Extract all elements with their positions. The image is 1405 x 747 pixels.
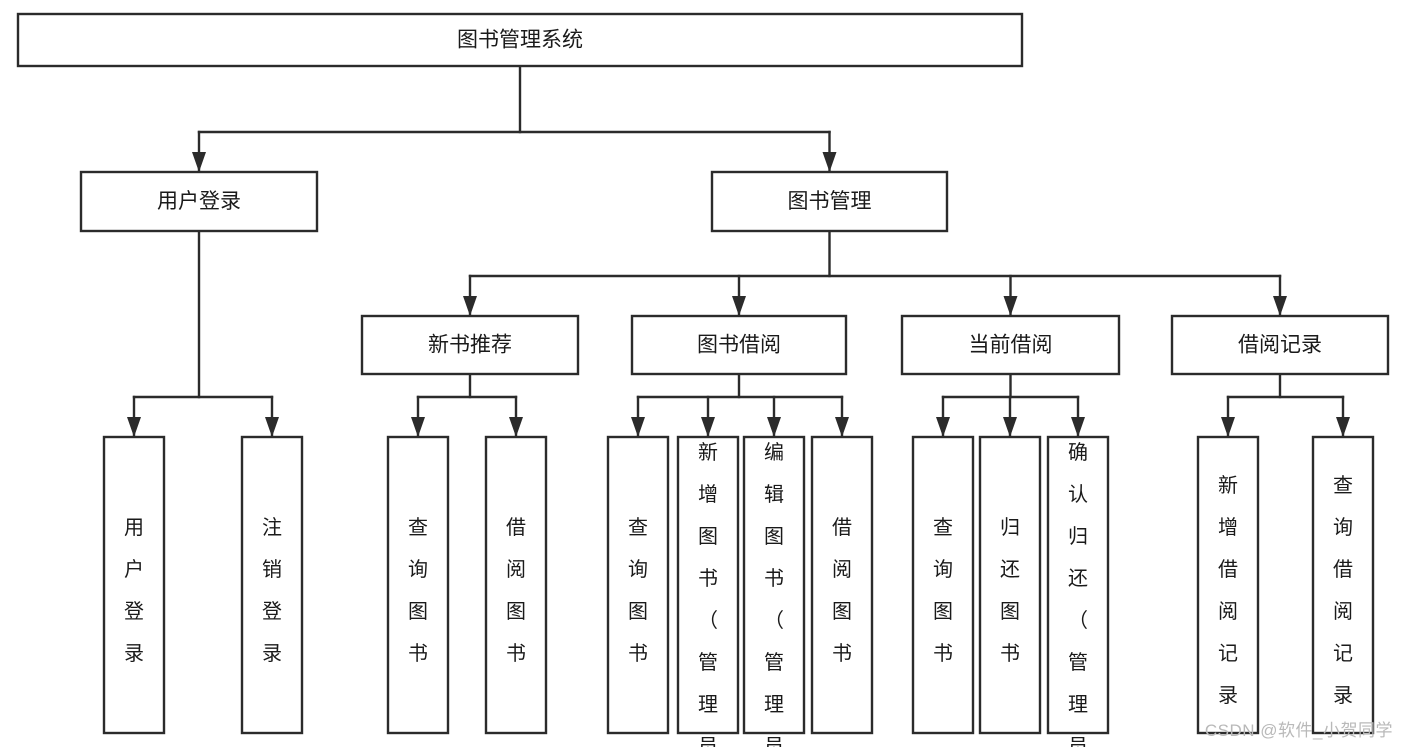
arrow-head-icon (701, 417, 715, 437)
node-leaf-query-book-1[interactable]: 查询图书 (386, 435, 450, 735)
node-box-leaf-query-book-3 (911, 435, 975, 735)
node-box-user-login (79, 170, 319, 233)
arrow-head-icon (1221, 417, 1235, 437)
node-label-user-login: 用户登录 (157, 190, 241, 213)
node-box-leaf-logout (240, 435, 304, 735)
arrow-head-icon (1003, 296, 1018, 316)
node-label-book-manage: 图书管理 (788, 190, 872, 213)
node-label-leaf-edit-book: 编辑图书（管理员） (764, 441, 784, 747)
node-leaf-edit-book[interactable]: 编辑图书（管理员） (742, 435, 806, 747)
node-leaf-user-login[interactable]: 用户登录 (102, 435, 166, 735)
arrow-head-icon (767, 417, 781, 437)
node-label-leaf-return-book: 归还图书 (1000, 516, 1020, 665)
arrow-head-icon (1003, 417, 1017, 437)
node-leaf-borrow-book-1[interactable]: 借阅图书 (484, 435, 548, 735)
node-label-leaf-query-record: 查询借阅记录 (1333, 474, 1353, 707)
edge-group-root (192, 64, 837, 174)
arrow-head-icon (463, 296, 477, 316)
connector-lines (127, 64, 1350, 439)
node-label-leaf-add-record: 新增借阅记录 (1218, 474, 1238, 707)
arrow-head-icon (1336, 417, 1350, 437)
node-leaf-confirm-return[interactable]: 确认归还（管理员） (1046, 435, 1110, 747)
arrow-head-icon (1273, 296, 1287, 316)
node-leaf-add-record[interactable]: 新增借阅记录 (1196, 435, 1260, 735)
node-label-borrow-record: 借阅记录 (1238, 334, 1322, 357)
node-box-book-borrow (630, 314, 848, 376)
arrow-head-icon (732, 296, 746, 316)
node-box-leaf-borrow-book-1 (484, 435, 548, 735)
node-box-leaf-edit-book (742, 435, 806, 735)
node-borrow-record[interactable]: 借阅记录 (1170, 314, 1390, 376)
node-label-leaf-query-book-2: 查询图书 (628, 516, 648, 665)
node-leaf-borrow-book-2[interactable]: 借阅图书 (810, 435, 874, 735)
node-label-leaf-borrow-book-1: 借阅图书 (506, 516, 526, 665)
node-box-leaf-add-record (1196, 435, 1260, 735)
arrow-head-icon (265, 417, 279, 437)
node-label-leaf-user-login: 用户登录 (124, 517, 144, 665)
node-label-root: 图书管理系统 (457, 29, 583, 52)
node-leaf-query-book-3[interactable]: 查询图书 (911, 435, 975, 735)
arrow-head-icon (192, 152, 206, 172)
node-label-book-borrow: 图书借阅 (697, 334, 781, 357)
node-box-leaf-return-book (978, 435, 1042, 735)
node-leaf-logout[interactable]: 注销登录 (240, 435, 304, 735)
node-leaf-return-book[interactable]: 归还图书 (978, 435, 1042, 735)
arrow-head-icon (822, 152, 837, 172)
node-label-current-borrow: 当前借阅 (969, 334, 1053, 357)
node-boxes: 图书管理系统用户登录图书管理新书推荐图书借阅当前借阅借阅记录用户登录注销登录查询… (16, 12, 1390, 747)
node-box-leaf-user-login (102, 435, 166, 735)
arrow-head-icon (411, 417, 425, 437)
arrow-head-icon (835, 417, 849, 437)
node-label-leaf-borrow-book-2: 借阅图书 (832, 516, 852, 665)
edge-group-new-book-rec (411, 372, 523, 439)
arrow-head-icon (631, 417, 645, 437)
node-box-book-manage (710, 170, 949, 233)
node-root[interactable]: 图书管理系统 (16, 12, 1024, 68)
node-label-leaf-query-book-1: 查询图书 (408, 516, 428, 665)
node-user-login[interactable]: 用户登录 (79, 170, 319, 233)
arrow-head-icon (936, 417, 950, 437)
node-leaf-query-record[interactable]: 查询借阅记录 (1311, 435, 1375, 735)
arrow-head-icon (127, 417, 141, 437)
node-book-borrow[interactable]: 图书借阅 (630, 314, 848, 376)
node-label-leaf-query-book-3: 查询图书 (933, 516, 953, 665)
edge-group-book-manage (463, 229, 1287, 318)
node-box-new-book-rec (360, 314, 580, 376)
edge-group-current-borrow (936, 372, 1085, 439)
node-label-leaf-logout: 注销登录 (262, 516, 282, 665)
node-leaf-query-book-2[interactable]: 查询图书 (606, 435, 670, 735)
csdn-watermark: CSDN @软件_小贺同学 (1204, 721, 1393, 740)
node-new-book-rec[interactable]: 新书推荐 (360, 314, 580, 376)
node-box-leaf-query-record (1311, 435, 1375, 735)
node-box-leaf-query-book-1 (386, 435, 450, 735)
node-book-manage[interactable]: 图书管理 (710, 170, 949, 233)
node-box-leaf-borrow-book-2 (810, 435, 874, 735)
node-label-leaf-confirm-return: 确认归还（管理员） (1068, 441, 1088, 747)
node-label-leaf-add-book: 新增图书（管理员） (698, 441, 718, 747)
node-box-leaf-query-book-2 (606, 435, 670, 735)
node-box-current-borrow (900, 314, 1121, 376)
node-label-new-book-rec: 新书推荐 (428, 334, 512, 357)
edge-group-borrow-record (1221, 372, 1350, 439)
node-current-borrow[interactable]: 当前借阅 (900, 314, 1121, 376)
node-box-leaf-confirm-return (1046, 435, 1110, 735)
node-box-borrow-record (1170, 314, 1390, 376)
node-leaf-add-book[interactable]: 新增图书（管理员） (676, 435, 740, 747)
node-box-leaf-add-book (676, 435, 740, 735)
edge-group-user-login (127, 229, 279, 439)
node-box-root (16, 12, 1024, 68)
arrow-head-icon (509, 417, 523, 437)
arrow-head-icon (1071, 417, 1085, 437)
edge-group-book-borrow (631, 372, 849, 439)
